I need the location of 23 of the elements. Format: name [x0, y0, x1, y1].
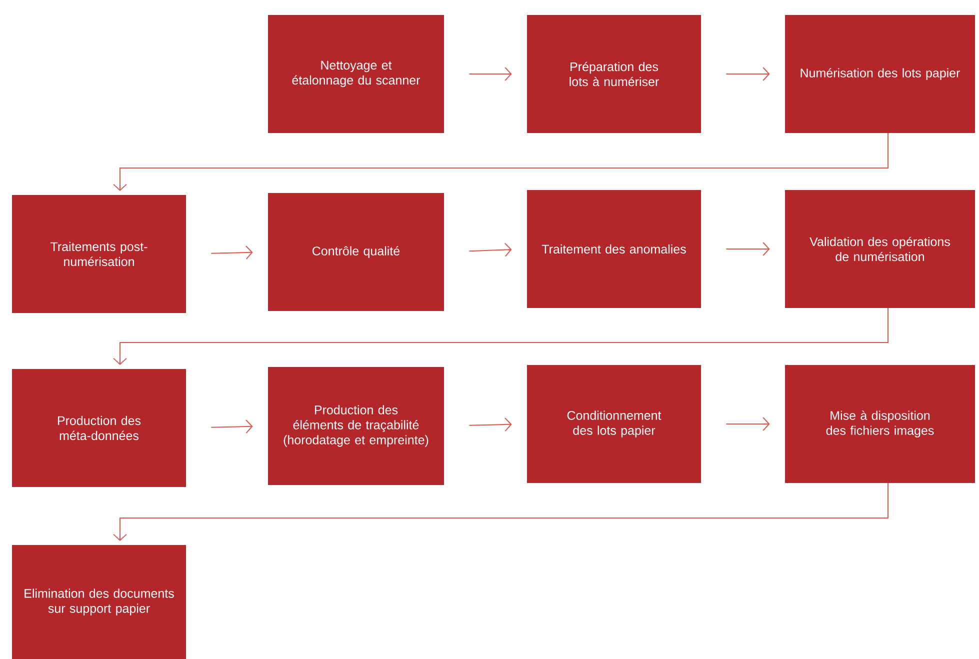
process-box: Mise à disposition des fichiers images — [785, 365, 976, 483]
process-box: Production des méta-données — [12, 369, 186, 487]
arrow — [726, 242, 770, 256]
arrow — [113, 308, 889, 365]
arrow — [468, 242, 512, 257]
arrow — [113, 482, 889, 541]
arrow — [726, 67, 770, 81]
process-box: Elimination des documents sur support papier — [12, 545, 186, 659]
process-box: Conditionnement des lots papier — [527, 365, 701, 483]
process-box: Numérisation des lots papier — [785, 15, 976, 133]
process-box: Nettoyage et étalonnage du scanner — [268, 15, 444, 133]
arrow — [113, 132, 889, 191]
arrow — [726, 417, 770, 431]
arrow — [210, 246, 253, 260]
process-box: Production des éléments de traçabilité (horodatage et empreinte) — [268, 367, 444, 485]
process-box: Contrôle qualité — [268, 193, 444, 311]
arrow — [468, 418, 512, 432]
process-box: Préparation des lots à numériser — [527, 15, 701, 133]
process-box: Traitement des anomalies — [527, 190, 701, 308]
process-box: Validation des opérations de numérisation — [785, 190, 976, 308]
process-box: Traitements post-numérisation — [12, 195, 186, 313]
arrow — [210, 420, 253, 434]
arrow — [468, 67, 512, 81]
